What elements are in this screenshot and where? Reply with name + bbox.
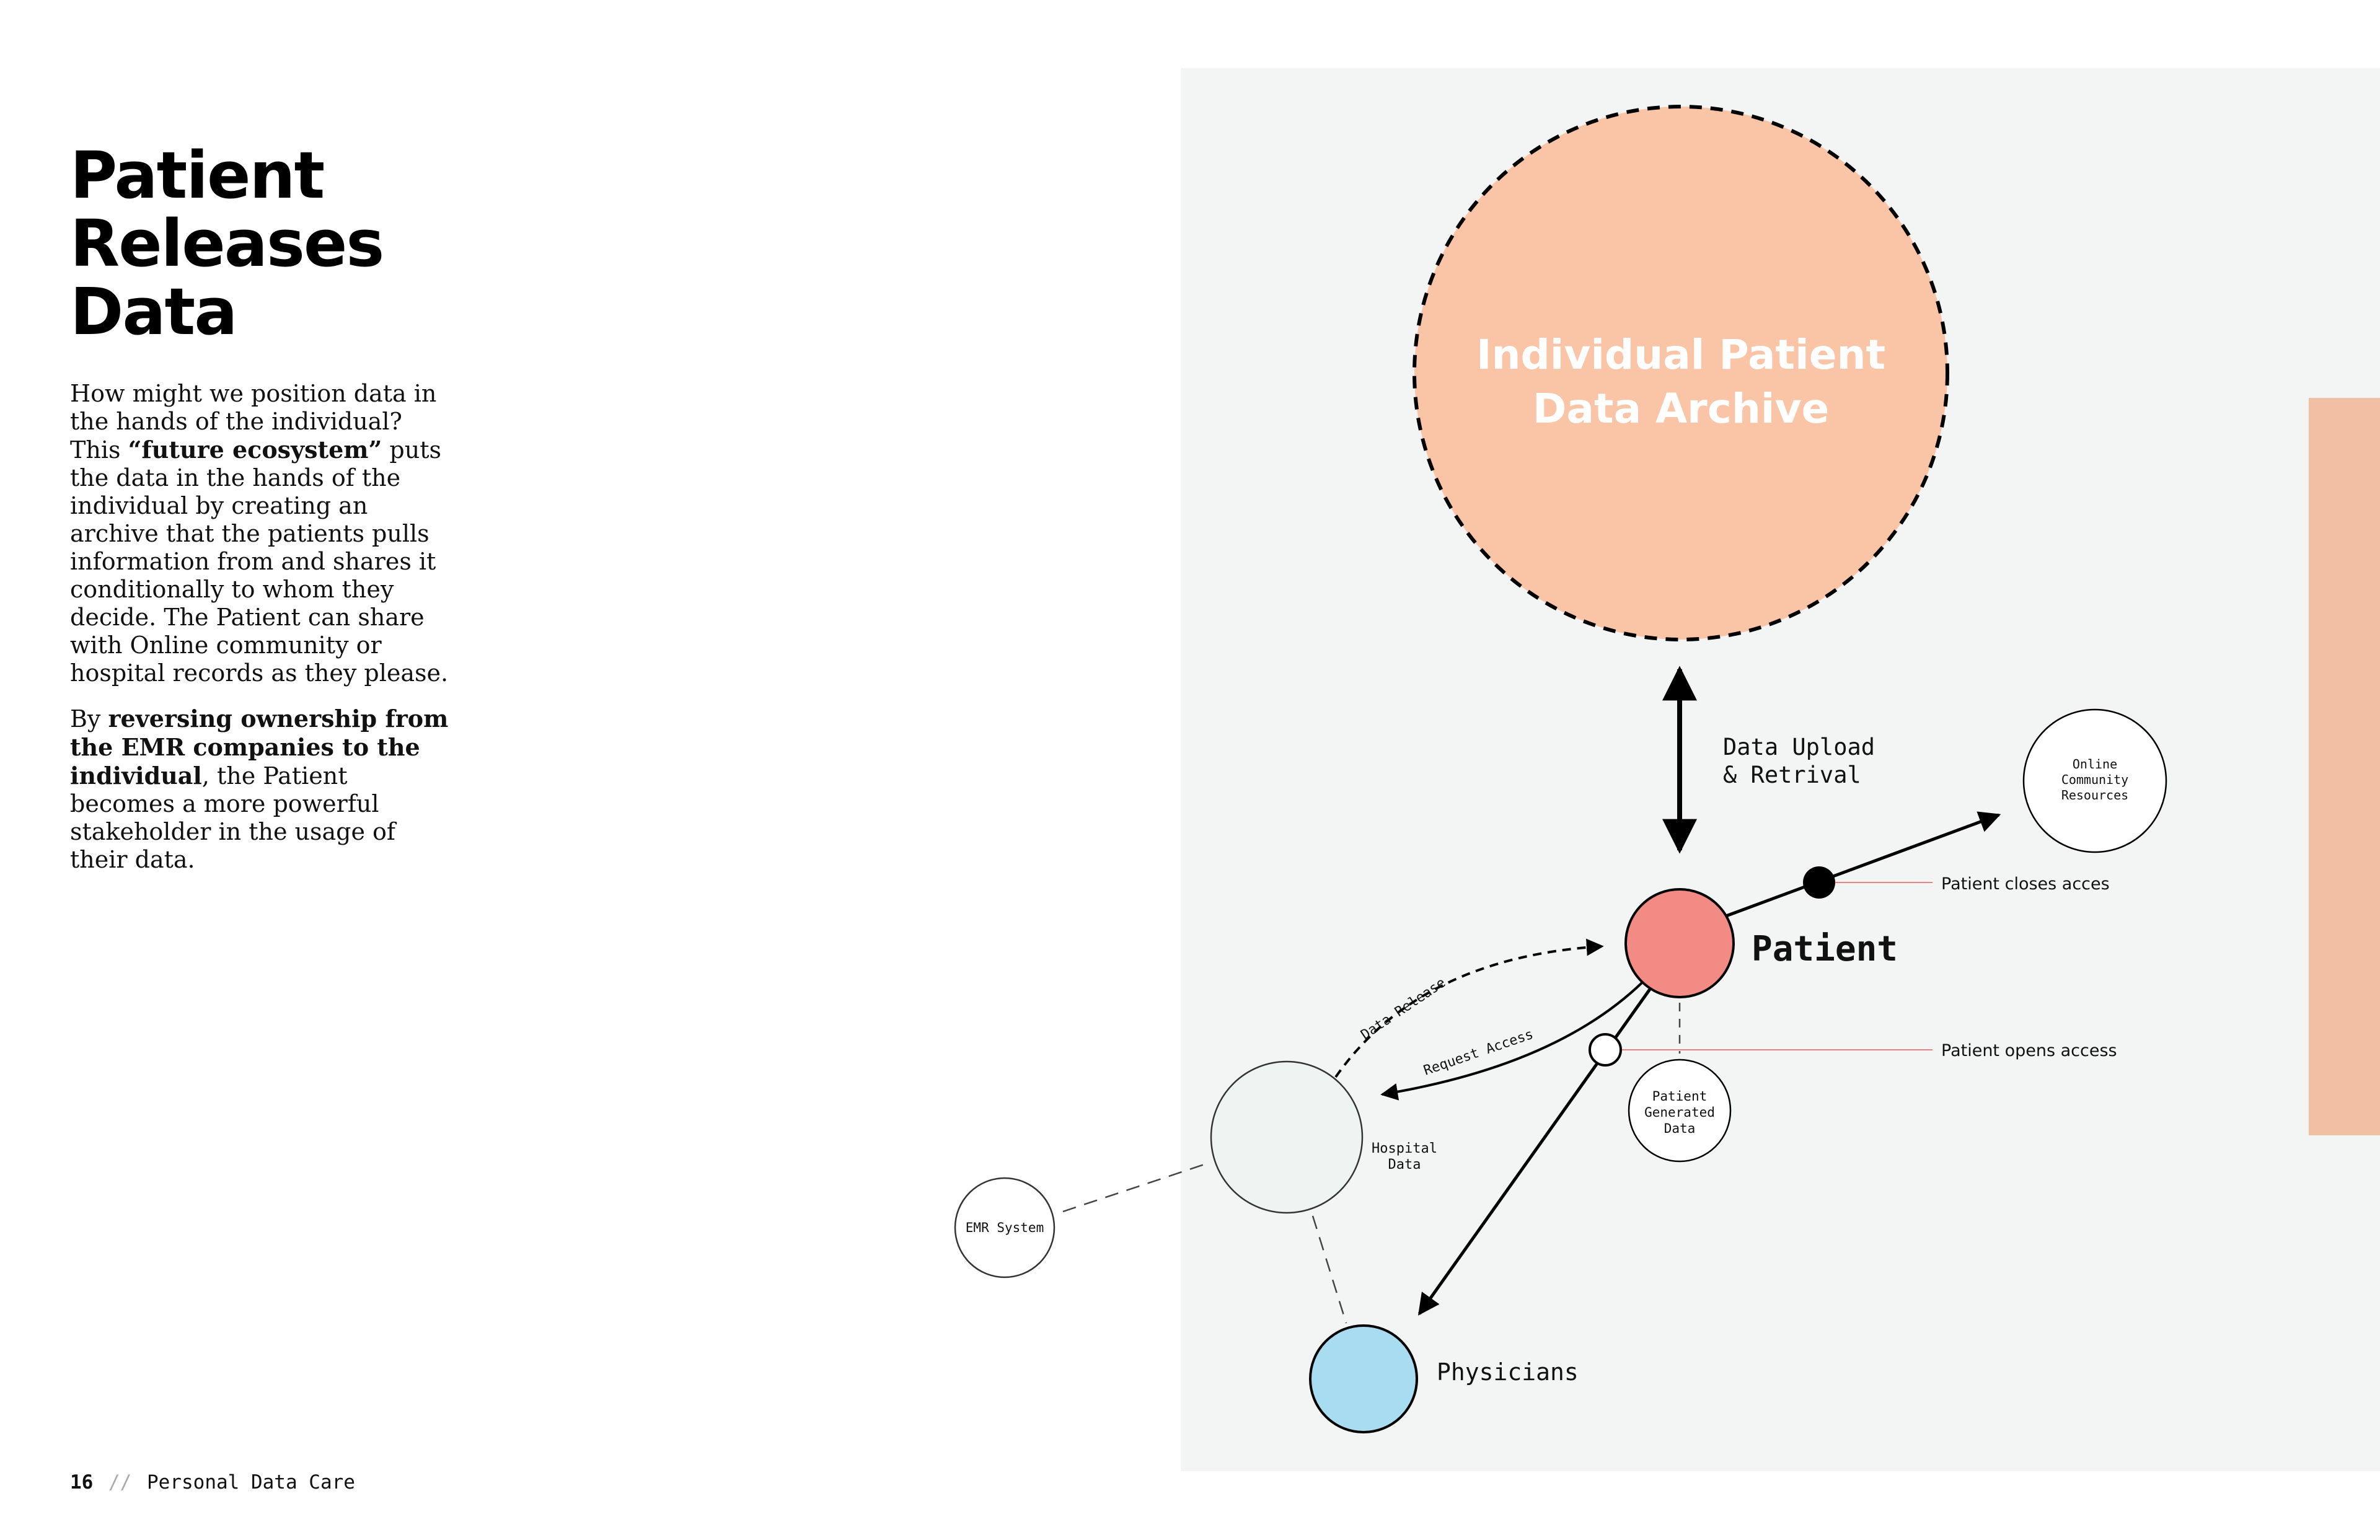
patient-node xyxy=(1624,888,1735,998)
generated-data-label: Patient xyxy=(1652,1089,1708,1104)
intro-text: puts the data in the hands of the indivi… xyxy=(70,436,449,687)
title-line: Data xyxy=(70,274,237,350)
ownership-emphasis: reversing ownership from the EMR compani… xyxy=(70,705,449,790)
physicians-node xyxy=(1309,1324,1418,1433)
hospital-data-label: Hospital xyxy=(1372,1141,1437,1156)
side-accent-bar xyxy=(2309,398,2380,1135)
closes-access-label: Patient closes acces xyxy=(1941,874,2110,894)
online-access-arrow xyxy=(1726,811,2001,918)
ownership-paragraph: By reversing ownership from the EMR comp… xyxy=(70,705,454,874)
title-line: Patient xyxy=(70,138,325,213)
archive-title: Individual Patient xyxy=(1476,331,1885,379)
page-title: Patient Releases Data xyxy=(70,138,384,350)
footer-separator: // xyxy=(108,1471,132,1494)
online-community-label: Online xyxy=(2073,757,2117,772)
online-community-label: Community xyxy=(2061,772,2128,787)
document-title: Personal Data Care xyxy=(147,1471,355,1494)
upload-label: & Retrival xyxy=(1723,762,1861,788)
emr-link xyxy=(1062,1161,1210,1213)
opens-access-label: Patient opens access xyxy=(1941,1041,2117,1060)
online-community-label: Resources xyxy=(2061,788,2128,803)
physicians-label: Physicians xyxy=(1437,1358,1579,1386)
archive-circle xyxy=(1413,105,1949,641)
ownership-text: , the Patient becomes a more powerful st… xyxy=(70,762,395,873)
intro-emphasis: “future ecosystem” xyxy=(128,436,382,464)
open-access-dot xyxy=(1589,1033,1622,1067)
data-release-arrow xyxy=(1334,938,1604,1078)
archive-title: Data Archive xyxy=(1533,385,1830,433)
generated-data-node xyxy=(1628,1058,1732,1163)
emr-system-node xyxy=(954,1177,1056,1278)
data-release-label: Data Release xyxy=(1358,975,1448,1043)
emr-system-label: EMR System xyxy=(966,1220,1044,1235)
intro-paragraph: How might we position data in the hands … xyxy=(70,380,454,687)
intro-text: How might we position data in the hands … xyxy=(70,380,437,464)
patient-label: Patient xyxy=(1752,929,1898,969)
closed-access-dot xyxy=(1803,866,1835,899)
online-community-node xyxy=(2022,708,2167,853)
physicians-link xyxy=(1311,1215,1347,1324)
page-number: 16 xyxy=(70,1471,94,1494)
upload-label: Data Upload xyxy=(1723,734,1875,760)
hospital-data-label: Data xyxy=(1388,1157,1421,1173)
physicians-arrow xyxy=(1417,985,1654,1316)
page-footer: 16 // Personal Data Care xyxy=(70,1471,355,1494)
generated-data-label: Data xyxy=(1664,1121,1696,1136)
request-access-label: Request Access xyxy=(1422,1027,1535,1079)
generated-data-label: Generated xyxy=(1644,1105,1715,1120)
request-access-arrow xyxy=(1380,981,1644,1101)
ownership-text: By xyxy=(70,705,108,733)
title-line: Releases xyxy=(70,206,384,281)
hospital-data-node xyxy=(1210,1060,1364,1214)
